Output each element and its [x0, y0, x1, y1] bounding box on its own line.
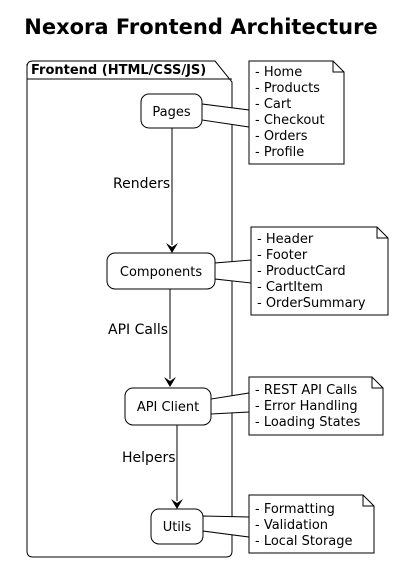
- edge-label-helpers: Helpers: [122, 450, 176, 466]
- node-label-components: Components: [120, 265, 202, 280]
- note-line: - Loading States: [255, 415, 361, 430]
- note-line: - OrderSummary: [257, 296, 366, 311]
- diagram-title: Nexora Frontend Architecture: [24, 15, 377, 39]
- note-line: - Local Storage: [255, 534, 353, 549]
- node-box: [140, 93, 203, 129]
- arrowhead: [171, 499, 183, 509]
- note-line: - Formatting: [255, 502, 335, 517]
- note-line: - Orders: [255, 129, 308, 144]
- node-box: [150, 508, 204, 545]
- arrowhead: [164, 377, 176, 387]
- node-label-utils: Utils: [163, 520, 192, 535]
- arrowhead: [166, 243, 178, 253]
- note-line: - ProductCard: [257, 264, 346, 279]
- node-pages: Pages: [140, 93, 203, 129]
- note-utils: - Formatting - Validation - Local Storag…: [248, 494, 375, 554]
- edge-label-api-calls: API Calls: [108, 322, 168, 338]
- note-line: - Products: [255, 81, 320, 96]
- note-line: - Checkout: [255, 113, 325, 128]
- note-pages: - Home - Products - Cart - Checkout - Or…: [248, 60, 345, 165]
- note-line: - CartItem: [257, 280, 323, 295]
- package-frame: [26, 60, 233, 558]
- edge-helpers: Helpers: [122, 425, 183, 509]
- note-fold: [376, 227, 388, 239]
- edge-label-renders: Renders: [113, 176, 170, 192]
- node-label-apiclient: API Client: [137, 400, 199, 415]
- edge-renders: Renders: [113, 128, 178, 253]
- note-shape: [248, 60, 345, 165]
- note-line: - Cart: [255, 97, 291, 112]
- frontend-package: Frontend (HTML/CSS/JS): [26, 60, 233, 558]
- note-line: - Home: [255, 65, 302, 80]
- node-components: Components: [106, 252, 216, 290]
- note-line: - Footer: [257, 248, 308, 263]
- note-apiclient: - REST API Calls - Error Handling - Load…: [248, 376, 384, 436]
- edge-api-calls: API Calls: [108, 289, 176, 387]
- note-line: - Validation: [255, 518, 328, 533]
- note-line: - Profile: [255, 145, 304, 160]
- note-fold: [332, 61, 344, 73]
- note-shape: [250, 226, 389, 316]
- node-box: [124, 387, 212, 426]
- note-fold: [362, 495, 374, 507]
- note-line: - Header: [257, 232, 314, 247]
- node-box: [106, 252, 216, 290]
- note-shape: [248, 494, 375, 554]
- package-label: Frontend (HTML/CSS/JS): [31, 63, 206, 78]
- node-label-pages: Pages: [152, 105, 190, 120]
- note-fold: [371, 377, 383, 389]
- note-components: - Header - Footer - ProductCard - CartIt…: [250, 226, 389, 316]
- note-line: - REST API Calls: [255, 383, 357, 398]
- node-utils: Utils: [150, 508, 204, 545]
- note-shape: [248, 376, 384, 436]
- node-apiclient: API Client: [124, 387, 212, 426]
- note-line: - Error Handling: [255, 399, 358, 414]
- note-connector-components: [214, 259, 252, 284]
- edges: Renders API Calls Helpers: [108, 128, 183, 509]
